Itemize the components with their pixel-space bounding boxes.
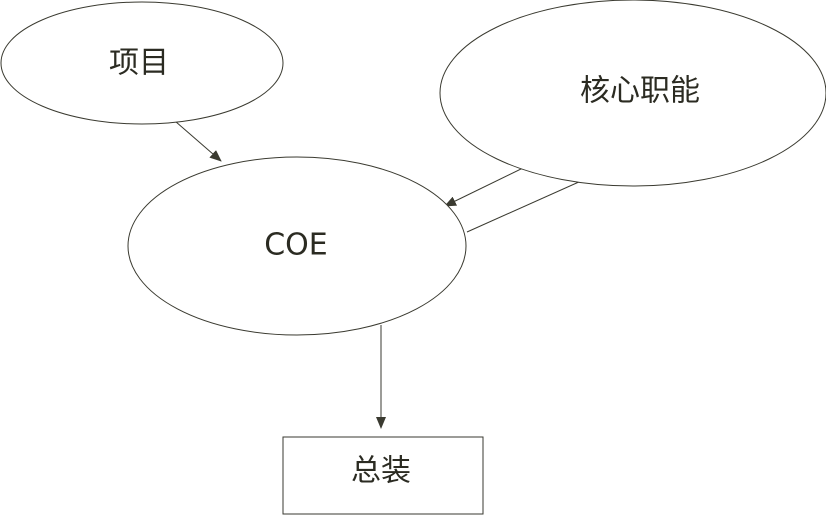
assembly-box [282, 436, 484, 515]
node-core-function: 核心职能 [439, 0, 826, 187]
project-label: 项目 [109, 46, 169, 81]
project-ellipse [0, 1, 284, 125]
node-assembly: 总装 [282, 436, 484, 515]
assembly-label: 总装 [351, 454, 411, 489]
node-project: 项目 [0, 1, 284, 125]
coe-ellipse [127, 156, 467, 336]
core-function-label: 核心职能 [580, 74, 700, 109]
core-function-ellipse [439, 0, 826, 187]
coe-label: COE [264, 228, 328, 263]
node-coe: COE [127, 156, 467, 336]
